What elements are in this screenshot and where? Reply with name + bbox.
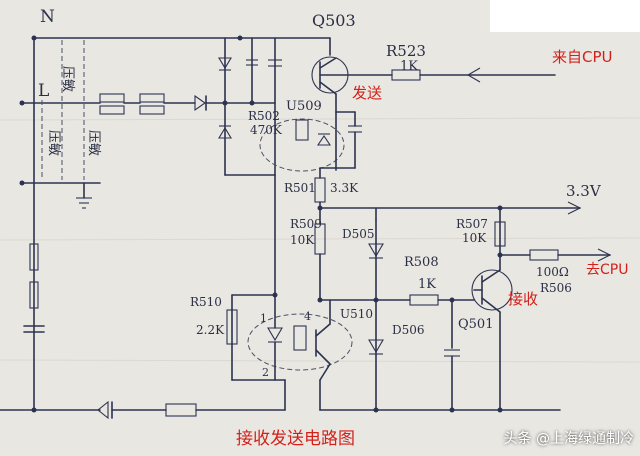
label-l: L xyxy=(38,81,49,101)
label-r510-val: 2.2K xyxy=(196,323,225,337)
label-pin-4: 4 xyxy=(304,310,311,323)
label-r502: R502 xyxy=(248,109,280,123)
label-r502-val: 470K xyxy=(250,123,283,137)
label-r523: R523 xyxy=(386,42,426,60)
label-yaming-2: 压敏 xyxy=(46,130,61,156)
label-send: 发送 xyxy=(352,84,382,102)
label-yaming-1: 压敏 xyxy=(60,66,75,92)
label-from-cpu: 来自CPU xyxy=(552,48,613,66)
label-r501: R501 xyxy=(284,181,316,195)
label-r507: R507 xyxy=(456,217,488,231)
mains-rails xyxy=(19,35,241,411)
label-u509: U509 xyxy=(286,99,322,114)
label-r507-val: 10K xyxy=(462,231,487,245)
label-pin-2: 2 xyxy=(262,366,269,379)
label-r508: R508 xyxy=(404,255,439,270)
label-r508-val: 1K xyxy=(418,277,436,292)
lower-left-block xyxy=(226,174,353,411)
label-q503: Q503 xyxy=(312,11,356,30)
label-yaming-3: 压敏 xyxy=(86,130,101,156)
label-r506-val: 100Ω xyxy=(536,265,569,279)
label-r509-val: 10K xyxy=(290,233,315,247)
label-d506: D506 xyxy=(392,323,425,337)
label-r509: R509 xyxy=(290,217,322,231)
label-r510: R510 xyxy=(190,295,222,309)
r523-input xyxy=(391,67,556,83)
diagram-title: 接收发送电路图 xyxy=(236,429,355,449)
label-d505: D505 xyxy=(342,227,375,241)
label-receive: 接收 xyxy=(508,290,538,308)
label-u510: U510 xyxy=(340,307,373,321)
label-r523-val: 1K xyxy=(400,59,418,74)
top-protection-block xyxy=(218,35,331,176)
label-3v3: 3.3V xyxy=(566,182,602,200)
q501-transistor xyxy=(471,205,612,411)
label-q501: Q501 xyxy=(458,317,493,332)
u509-optocoupler xyxy=(259,111,362,179)
label-r501-val: 3.3K xyxy=(330,181,359,195)
label-pin-1: 1 xyxy=(260,312,267,325)
labels: N L Q503 R523 1K 来自CPU 发送 U509 R502 470K… xyxy=(38,7,628,449)
middle-column xyxy=(314,177,582,411)
q503-transistor xyxy=(311,56,393,113)
label-to-cpu: 去CPU xyxy=(586,262,628,278)
label-r506: R506 xyxy=(540,281,572,295)
input-resistor-network xyxy=(99,93,276,115)
label-n: N xyxy=(40,7,55,27)
watermark: 头条 @上海绿通制冷 xyxy=(503,431,634,447)
white-corner-patch xyxy=(490,0,640,32)
bottom-rail xyxy=(0,379,561,420)
